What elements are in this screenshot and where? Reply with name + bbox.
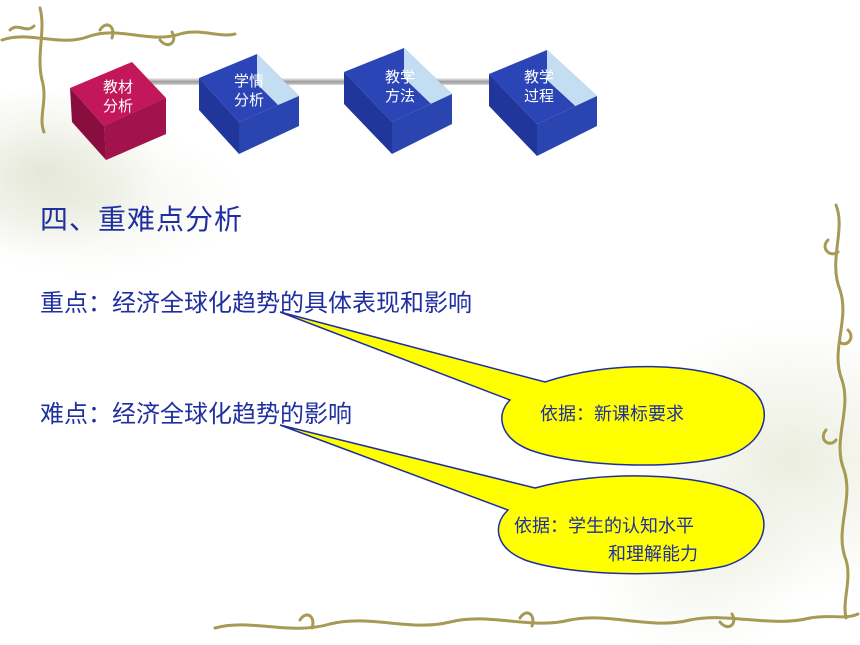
cube-shape-icon (489, 50, 597, 156)
key-point-text: 重点：经济全球化趋势的具体表现和影响 (40, 289, 472, 317)
callout-2-line2: 和理解能力 (608, 544, 698, 565)
nav-step-textbook-analysis[interactable]: 教材 分析 (62, 48, 177, 160)
nav-step-label: 学情 分析 (233, 72, 264, 109)
cube-shape-icon (199, 54, 299, 154)
callout-bubble-2 (279, 424, 765, 575)
callout-1-text: 依据：新课标要求 (540, 404, 684, 425)
callout-2-line1: 依据：学生的认知水平 (514, 516, 694, 537)
difficult-point-text: 难点：经济全球化趋势的影响 (40, 400, 352, 428)
cube-shape-icon (70, 62, 166, 160)
section-heading: 四、重难点分析 (40, 203, 244, 236)
nav-step-label: 教学 方法 (384, 68, 415, 105)
nav-step-label: 教材 分析 (102, 78, 133, 115)
nav-step-student-analysis[interactable]: 学情 分析 (195, 40, 310, 154)
callout-bubble-1 (279, 311, 765, 466)
cube-shape-icon (344, 48, 452, 154)
nav-step-teaching-method[interactable]: 教学 方法 (340, 42, 455, 154)
nav-step-label: 教学 过程 (523, 68, 554, 105)
nav-step-teaching-process[interactable]: 教学 过程 (485, 44, 600, 156)
